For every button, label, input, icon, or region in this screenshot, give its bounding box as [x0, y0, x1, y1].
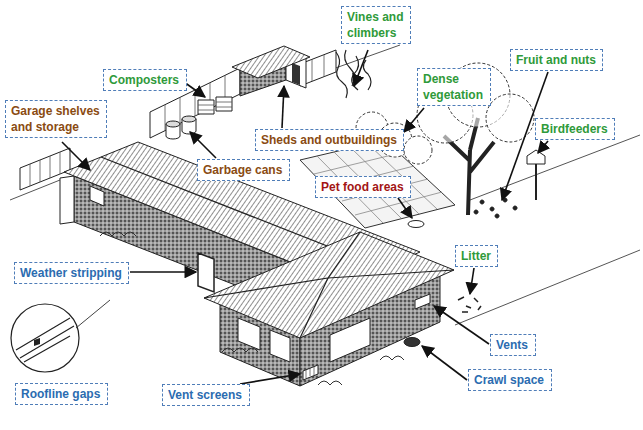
leader-lines	[62, 50, 548, 384]
callout-label: Garage shelves and storage	[11, 104, 100, 134]
callout-label: Fruit and nuts	[516, 53, 596, 67]
callout-label: Weather stripping	[20, 266, 122, 280]
hip-lines	[204, 232, 454, 338]
foundation-shrubs	[100, 232, 404, 385]
canopy	[486, 94, 534, 142]
callout-label: Vines and climbers	[347, 10, 403, 40]
leader-line	[398, 198, 412, 218]
callout-label: Roofline gaps	[21, 387, 100, 401]
callout-label: Vent screens	[168, 388, 242, 402]
crawl-space	[404, 338, 420, 347]
litter	[458, 297, 481, 312]
roofline-inset-detail	[16, 318, 74, 362]
leader-line	[470, 268, 474, 294]
callout-box: Pet food areas	[315, 176, 411, 198]
window	[90, 186, 104, 206]
leader-line	[190, 132, 216, 158]
callout-label: Dense vegetation	[423, 72, 483, 102]
callout-box: Crawl space	[468, 369, 552, 391]
birdfeeder	[527, 150, 545, 164]
leader-line	[184, 82, 205, 97]
callout-label: Birdfeeders	[541, 122, 608, 136]
callout-box: Sheds and outbuildings	[255, 129, 404, 151]
callout-label: Composters	[109, 73, 179, 87]
roofline-gap	[34, 338, 40, 346]
callout-label: Litter	[461, 249, 491, 263]
garage-end	[60, 176, 74, 224]
garbage-can-lid	[166, 121, 180, 127]
shrub	[404, 136, 432, 164]
callout-box: Dense vegetation	[417, 68, 491, 106]
inset-pointer	[76, 300, 110, 328]
wing-roof	[204, 232, 454, 338]
feeder-pole	[535, 162, 537, 200]
leader-line	[354, 50, 368, 86]
roofline-inset	[11, 304, 79, 372]
door	[198, 253, 214, 292]
callout-label: Sheds and outbuildings	[261, 133, 397, 147]
shed-door	[292, 63, 300, 85]
composter-slats	[198, 102, 232, 110]
callout-label: Garbage cans	[203, 163, 282, 177]
callout-label: Vents	[496, 338, 528, 352]
vines	[336, 50, 371, 98]
callout-label: Pet food areas	[321, 180, 404, 194]
callout-label: Crawl space	[474, 373, 544, 387]
vent	[415, 294, 430, 309]
leader-line	[434, 306, 489, 344]
callout-box: Garage shelves and storage	[5, 100, 107, 138]
callout-box: Birdfeeders	[535, 118, 615, 140]
fallen-fruit	[474, 198, 517, 218]
callout-box: Weather stripping	[14, 262, 129, 284]
callout-box: Vines and climbers	[341, 6, 411, 44]
vent-screen	[303, 365, 318, 380]
pet-food-dish	[408, 221, 424, 228]
callout-box: Litter	[455, 245, 498, 267]
callout-box: Vent screens	[162, 384, 250, 406]
vent-screen-bars	[306, 366, 314, 378]
callout-box: Roofline gaps	[15, 383, 108, 405]
leader-line	[538, 141, 548, 153]
garbage-can-lid	[182, 116, 196, 122]
callout-box: Garbage cans	[197, 159, 290, 181]
callout-box: Vents	[490, 334, 536, 356]
leader-line	[282, 86, 284, 128]
tree-canopy	[417, 63, 534, 143]
leader-line	[404, 108, 424, 132]
leader-line	[130, 271, 196, 273]
leader-line	[422, 346, 467, 380]
callout-box: Fruit and nuts	[510, 49, 603, 71]
leader-line	[62, 142, 90, 170]
leader-line	[240, 374, 300, 384]
callout-box: Composters	[103, 69, 187, 91]
composter	[198, 97, 232, 114]
